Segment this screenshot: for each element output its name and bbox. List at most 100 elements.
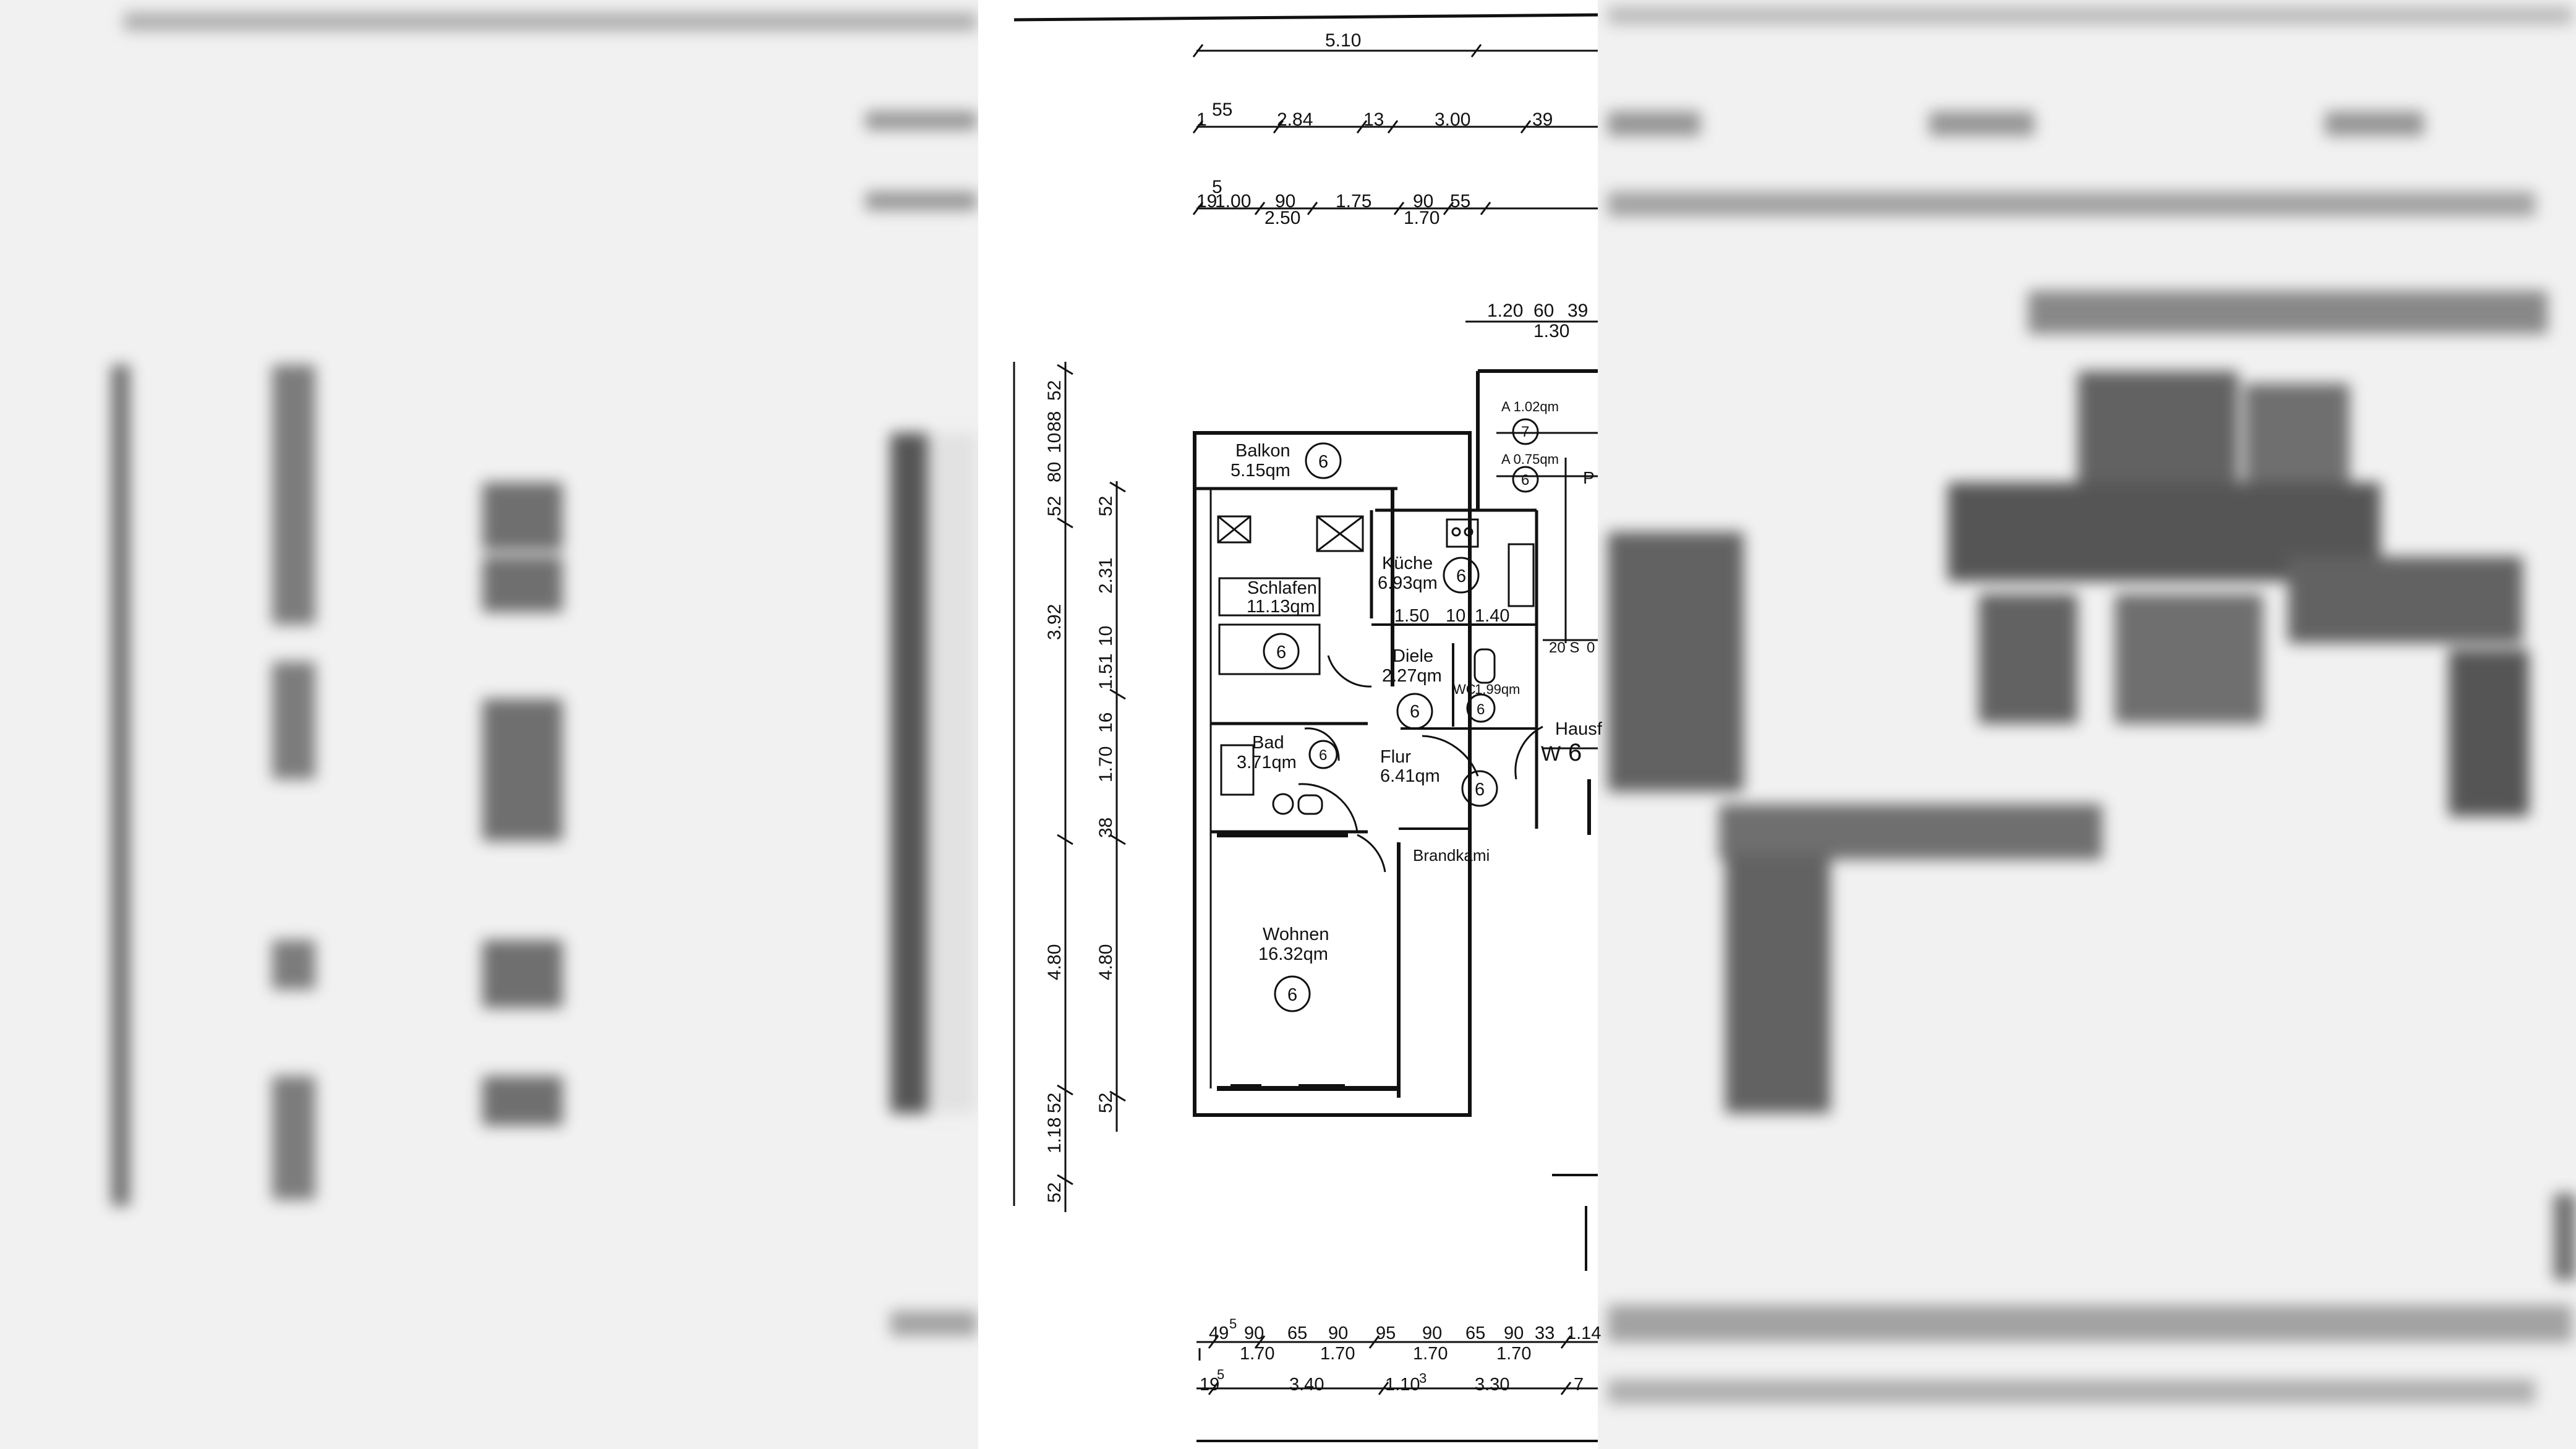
bottom-dim: 7 <box>1574 1375 1584 1395</box>
room-num-schlafen: 6 <box>1276 643 1286 662</box>
bottom-dim: 90 <box>1504 1323 1524 1343</box>
room-name-kueche: Küche <box>1382 554 1433 573</box>
label-p: P <box>1583 468 1595 487</box>
bottom-dim: 1.70 <box>1496 1344 1531 1364</box>
bottom-dim: 3.40 <box>1289 1375 1324 1395</box>
top-dim: 55 <box>1212 100 1232 120</box>
left-dim: 10 <box>1044 433 1065 453</box>
left-dim: 3.92 <box>1044 604 1065 640</box>
room-num-flur: 6 <box>1475 780 1485 800</box>
stair-dim: 60 <box>1533 301 1554 321</box>
left-dim: 52 <box>1044 1182 1065 1203</box>
bottom-dim: 1.10 <box>1385 1375 1420 1395</box>
top-dim-total: 5.10 <box>1325 30 1361 51</box>
room-num-wohnen: 6 <box>1287 985 1297 1005</box>
left-dim: 52 <box>1044 1093 1065 1113</box>
bottom-dim: 1.70 <box>1320 1344 1355 1364</box>
top-dim: 90 <box>1275 191 1295 212</box>
stair-dim: 1.20 <box>1487 301 1523 321</box>
room-area-diele: 2.27qm <box>1382 666 1442 686</box>
top-dim: 55 <box>1450 191 1470 212</box>
left-dim: 88 <box>1044 411 1065 432</box>
label-w: W <box>1541 742 1561 766</box>
room-num-bad: 6 <box>1319 747 1327 764</box>
inner-dim: 52 <box>1096 1093 1116 1113</box>
kitchen-dim: 1.40 <box>1475 606 1509 626</box>
inner-dim: 16 <box>1096 712 1116 733</box>
room-area-schlafen: 11.13qm <box>1247 597 1315 617</box>
room-area-bad: 3.71qm <box>1237 753 1297 772</box>
room-num-diele: 6 <box>1410 702 1420 722</box>
dimension-ticks <box>1057 44 1572 1395</box>
bottom-dim: 1.14 <box>1566 1323 1601 1343</box>
top-dim: 2.84 <box>1277 109 1313 130</box>
blurred-background-left <box>111 12 977 1336</box>
bottom-dim: 65 <box>1287 1323 1307 1343</box>
inner-dim: 1.70 <box>1096 746 1116 782</box>
top-dim: 3.00 <box>1435 109 1470 130</box>
room-num-wc: 6 <box>1477 701 1485 718</box>
top-dim: 5 <box>1212 177 1222 197</box>
bottom-dim: 33 <box>1535 1323 1555 1343</box>
room-name-bad: Bad <box>1252 733 1284 753</box>
inner-dim: 1.51 <box>1096 654 1116 690</box>
label-brandkami: Brandkami <box>1413 846 1490 865</box>
bottom-dim: 90 <box>1328 1323 1348 1343</box>
bottom-dim: 65 <box>1465 1323 1485 1343</box>
top-dim: 90 <box>1413 191 1433 212</box>
stair-dim: 1.30 <box>1533 321 1569 341</box>
label-hausf: Hausf <box>1555 719 1603 739</box>
inner-dim: 2.31 <box>1096 558 1116 594</box>
kitchen-dim: 1.50 <box>1394 606 1429 626</box>
room-area-wohnen: 16.32qm <box>1258 944 1328 964</box>
left-dim: 52 <box>1044 496 1065 516</box>
small-room-num: 7 <box>1521 424 1529 440</box>
room-num-kueche: 6 <box>1456 566 1466 586</box>
top-dim: 19 <box>1196 191 1217 212</box>
inner-dim: 52 <box>1096 496 1116 516</box>
blurred-background-right <box>1608 6 2576 1404</box>
bottom-dim: 5 <box>1217 1367 1224 1382</box>
inner-dim: 4.80 <box>1096 944 1116 980</box>
stair-steps: 20 S <box>1549 639 1579 656</box>
kitchen-dim: 10 <box>1446 606 1465 626</box>
bottom-dim: 3 <box>1419 1370 1427 1386</box>
top-dim: 13 <box>1363 109 1384 130</box>
room-name-balkon: Balkon <box>1235 441 1290 461</box>
room-area-flur: 6.41qm <box>1380 766 1440 786</box>
room-name-wohnen: Wohnen <box>1263 925 1329 944</box>
room-num-balkon: 6 <box>1318 452 1328 472</box>
top-dim: 1.70 <box>1404 208 1439 228</box>
room-name-wc: WC <box>1453 682 1476 697</box>
stair-dim: 39 <box>1567 301 1588 321</box>
inner-dim: 38 <box>1096 818 1116 838</box>
top-dim: 2.50 <box>1265 208 1300 228</box>
label-six: 6 <box>1568 739 1582 766</box>
left-dim: 80 <box>1044 462 1065 482</box>
bottom-dim: 49 <box>1209 1323 1229 1343</box>
bottom-dim: 1.70 <box>1413 1344 1448 1364</box>
top-dim: 1.75 <box>1336 191 1371 212</box>
left-dim: 4.80 <box>1044 944 1065 980</box>
bottom-dim: 95 <box>1376 1323 1396 1343</box>
left-dim: 1.18 <box>1044 1118 1065 1153</box>
inner-dim: 10 <box>1096 626 1116 646</box>
left-dim: 52 <box>1044 380 1065 401</box>
top-dim: 1.00 <box>1215 191 1251 212</box>
small-room-label: A 1.02qm <box>1501 399 1559 414</box>
room-area-wc: 1.99qm <box>1475 682 1520 697</box>
room-area-balkon: 5.15qm <box>1230 461 1290 481</box>
room-name-schlafen: Schlafen <box>1247 578 1317 598</box>
room-name-diele: Diele <box>1392 646 1433 666</box>
stair-steps-tail: 0 <box>1587 639 1595 656</box>
small-room-label: A 0.75qm <box>1501 451 1559 467</box>
bottom-dim: 90 <box>1422 1323 1442 1343</box>
bottom-dim: 1.70 <box>1240 1344 1274 1364</box>
small-room-num: 6 <box>1521 472 1529 489</box>
top-dim: 39 <box>1532 109 1553 130</box>
room-area-kueche: 6.93qm <box>1378 573 1438 593</box>
bottom-dim: 3.30 <box>1475 1375 1509 1395</box>
bottom-dim: 5 <box>1229 1316 1237 1331</box>
room-name-flur: Flur <box>1380 747 1411 767</box>
